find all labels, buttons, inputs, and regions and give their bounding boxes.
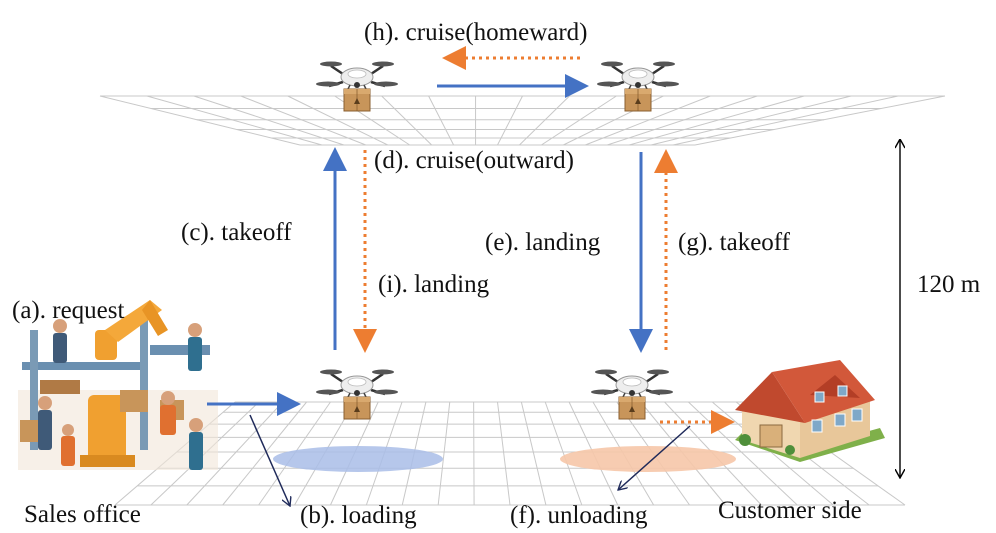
cruise-altitude-grid (99, 95, 946, 146)
grid-line (607, 95, 758, 146)
loading-label: (b). loading (300, 502, 417, 529)
cruise-homeward-label: (h). cruise(homeward) (364, 19, 588, 46)
grid-line (186, 401, 284, 506)
request-label: (a). request (12, 297, 124, 324)
takeoff-c-label: (c). takeoff (181, 219, 292, 246)
drone-with-package-icon (589, 368, 675, 421)
grid-line (520, 401, 547, 506)
grid-line (672, 95, 899, 146)
grid-line (585, 95, 711, 146)
landing-i-label: (i). landing (378, 271, 490, 298)
grid-line (541, 95, 617, 146)
landing-e-label: (e). landing (485, 229, 601, 256)
grid-line (650, 95, 852, 146)
grid-line (688, 401, 798, 506)
grid-line (146, 95, 323, 146)
grid-line (381, 95, 433, 146)
factory-workers-icon (18, 300, 218, 470)
cruise-outward-label: (d). cruise(outward) (374, 147, 574, 174)
grid-line (240, 95, 367, 146)
grid-line (497, 95, 523, 146)
grid-line (497, 401, 511, 506)
grid-line (629, 95, 805, 146)
loading-zone (273, 446, 443, 472)
grid-line (428, 95, 455, 146)
loading-leader-line (249, 414, 290, 506)
drone-with-package-icon (314, 60, 400, 113)
house-icon (735, 360, 885, 462)
unloading-leader-line (618, 425, 691, 490)
ground-grid (114, 401, 906, 506)
grid-line (222, 401, 307, 506)
altitude-label: 120 m (917, 271, 981, 298)
customer-side-label: Customer side (718, 497, 862, 524)
sales-office-label: Sales office (24, 501, 141, 528)
grid-line (287, 95, 388, 146)
grid-line (99, 95, 301, 146)
unloading-label: (f). unloading (510, 502, 648, 529)
grid-line (519, 95, 570, 146)
unloading-zone (560, 446, 736, 472)
takeoff-g-label: (g). takeoff (678, 229, 791, 256)
drone-with-package-icon (595, 60, 681, 113)
grid-line (437, 401, 451, 506)
drone-with-package-icon (314, 368, 400, 421)
grid-line (544, 401, 583, 506)
grid-line (694, 95, 946, 146)
grid-line (193, 95, 345, 146)
